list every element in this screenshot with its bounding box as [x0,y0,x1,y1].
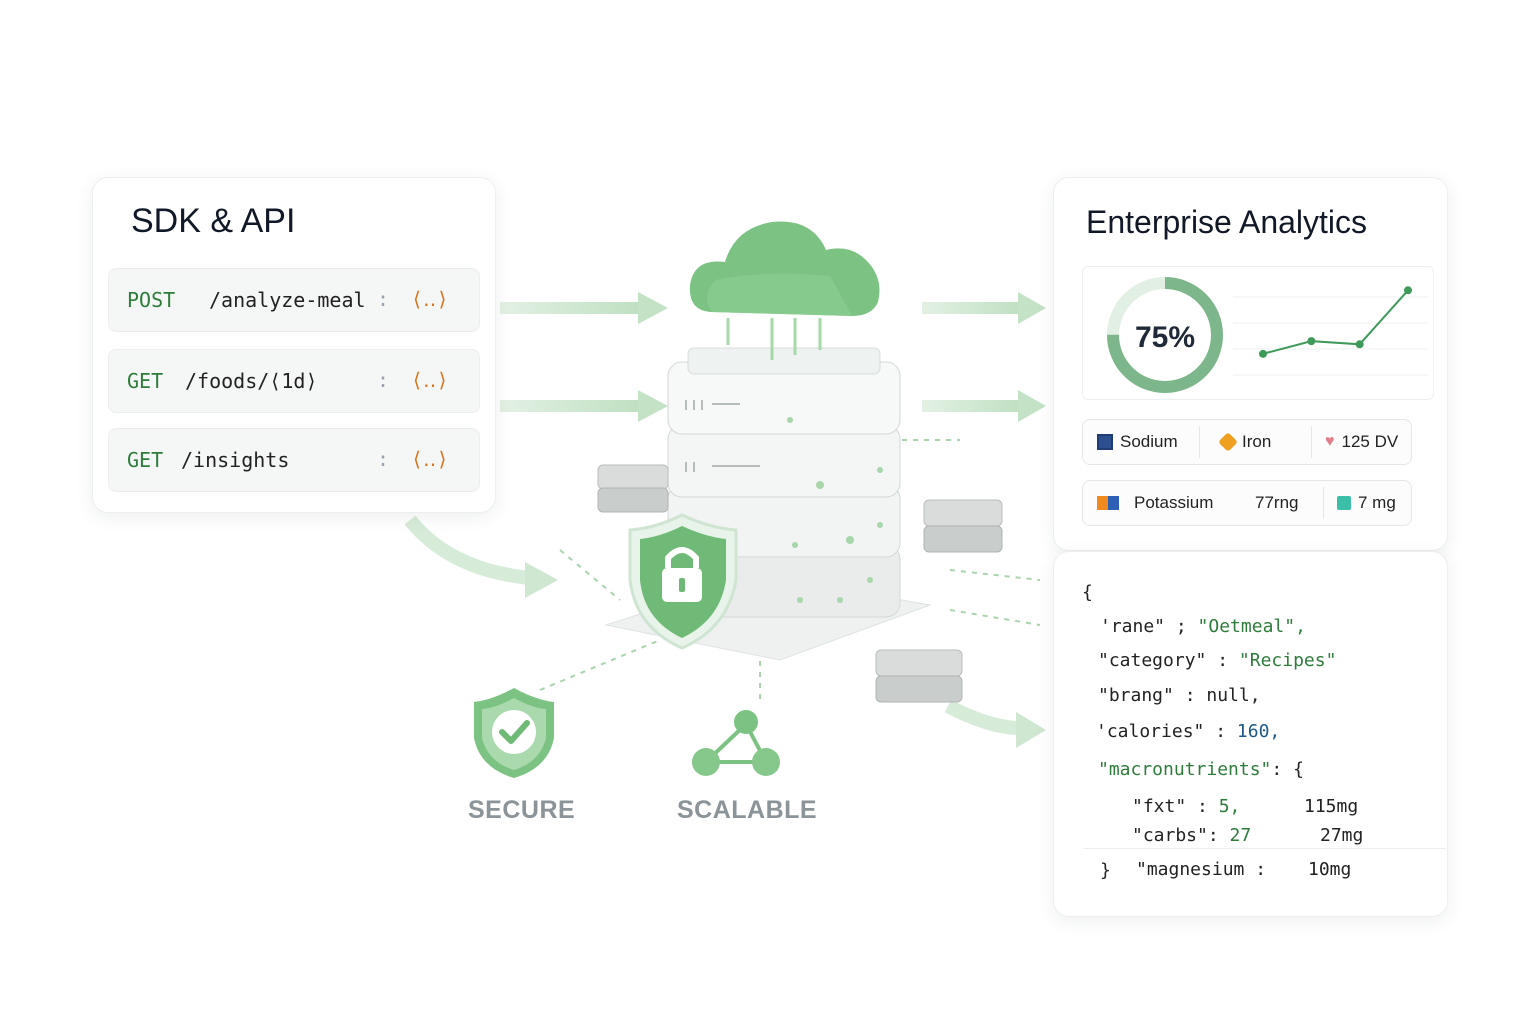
nutrient-value: 77rng [1255,493,1299,512]
json-close-brace: } [1100,860,1111,881]
scalable-network-icon [692,710,780,776]
storage-block-bottom [875,649,963,703]
code-icon: ⟨‥⟩ [411,368,449,392]
json-line: 'calories" : 160, [1096,721,1281,742]
book-icon-2 [1108,496,1119,510]
endpoint-method: POST [127,288,176,312]
endpoint-separator: : [377,368,390,392]
nutrient-potassium[interactable]: Potassium [1097,493,1213,513]
endpoint-path: /foods/⟨1d⟩ [185,369,318,393]
arrow-right-2 [922,390,1046,422]
nutrient-row-2: Potassium 77rng 7 mg [1082,480,1412,526]
endpoint-separator: : [377,287,390,311]
endpoint-method: GET [127,448,164,472]
endpoint-analyze-meal[interactable]: POST /analyze-meal : ⟨‥⟩ [108,268,480,332]
sdk-api-card: SDK & API POST /analyze-meal : ⟨‥⟩ GET /… [92,177,496,513]
analytics-title: Enterprise Analytics [1086,204,1368,240]
secure-check-icon [474,688,554,778]
trend-line [1262,289,1409,355]
storage-block-right [923,499,1003,553]
code-icon: ⟨‥⟩ [411,447,449,471]
arrow-right-1 [922,292,1046,324]
json-nested-line: "fxt" : 5, [1132,796,1241,817]
endpoint-path: /insights [181,448,290,472]
storage-block-left [597,464,669,513]
book-icon [1097,496,1108,510]
nutrient-iron[interactable]: Iron [1218,432,1271,452]
endpoint-method: GET [127,369,164,393]
arrow-left-1 [500,292,668,324]
sdk-title: SDK & API [131,202,296,240]
nutrient-dv[interactable]: ♥ 125 DV [1325,432,1399,451]
json-open-brace: { [1082,582,1093,603]
json-extra: 115mg [1304,796,1359,817]
json-line: 'rane" ; "Oetmeal", [1100,616,1306,637]
analytics-chart-panel: 75% [1082,266,1434,400]
scalable-label: SCALABLE [677,796,818,824]
code-icon: ⟨‥⟩ [411,287,449,311]
square-icon [1337,496,1351,510]
json-last-key: "magnesium : [1136,859,1267,880]
json-line: "brang" : null, [1098,685,1261,706]
shield-lock-icon [628,513,738,650]
hexagon-icon [1218,432,1238,452]
square-icon [1097,434,1113,450]
json-nested-line: "carbs": 27 [1132,825,1252,846]
json-extra: 27mg [1320,825,1364,846]
curve-arrow-left [404,515,531,585]
trend-point [1259,349,1267,358]
enterprise-analytics-card: Enterprise Analytics 75% Sodium [1053,177,1448,551]
json-line: "macronutrients": { [1098,759,1304,780]
trend-point [1404,286,1412,295]
analytics-charts: 75% [1107,277,1428,393]
donut-value: 75% [1135,321,1195,354]
json-response-card: { 'rane" ; "Oetmeal", "category" : "Reci… [1053,551,1448,917]
endpoint-foods[interactable]: GET /foods/⟨1d⟩ : ⟨‥⟩ [108,349,480,413]
arrow-left-2 [500,390,668,422]
nutrient-sodium[interactable]: Sodium [1097,432,1178,452]
cloud-icon [689,221,880,360]
json-last-value: 10mg [1308,859,1352,880]
endpoint-path: /analyze-meal [209,288,366,312]
endpoint-insights[interactable]: GET /insights : ⟨‥⟩ [108,428,480,492]
endpoint-separator: : [377,447,390,471]
trend-point [1307,337,1316,346]
secure-label: SECURE [468,796,576,824]
trend-point [1355,340,1364,349]
donut-chart: 75% [1107,277,1223,393]
nutrient-row-1: Sodium Iron ♥ 125 DV [1082,419,1412,465]
heart-shield-icon: ♥ [1325,433,1335,450]
donut-value-arc [1107,277,1223,393]
json-line: "category" : "Recipes" [1098,650,1337,671]
nutrient-mg[interactable]: 7 mg [1337,493,1396,513]
trend-chart [1233,286,1428,376]
